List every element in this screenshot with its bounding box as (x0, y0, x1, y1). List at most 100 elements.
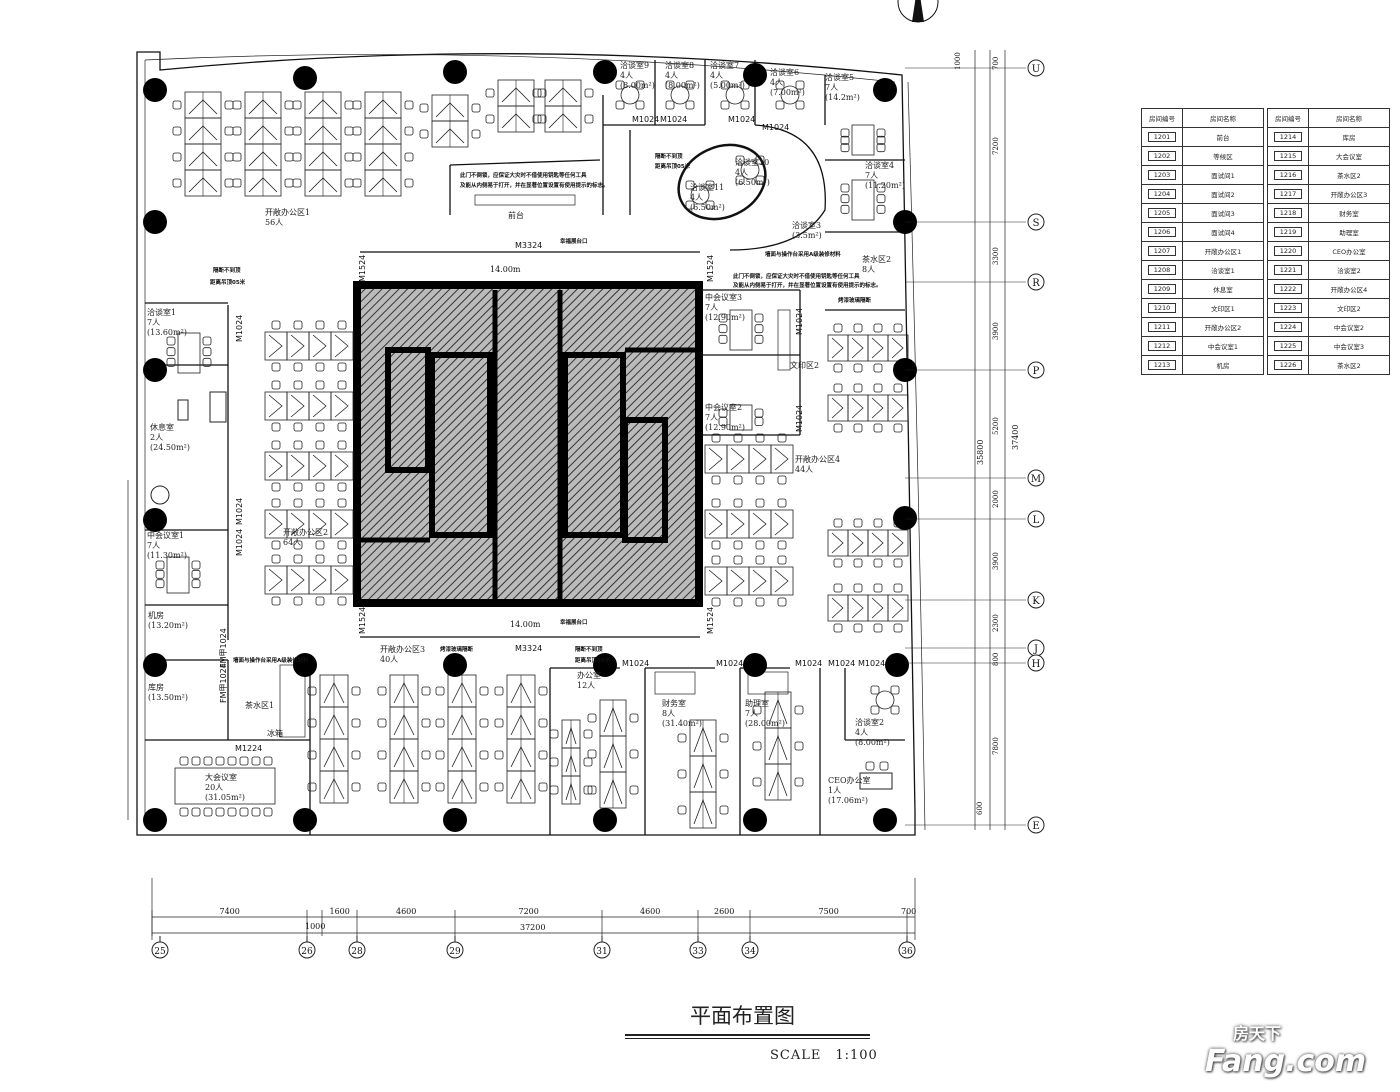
room-name: 等候区 (1182, 146, 1264, 166)
desk-divider (248, 151, 278, 167)
dimension-total: 37400 (1011, 425, 1020, 450)
note-partition: 隔断不到顶 (575, 645, 603, 653)
chair (263, 756, 273, 766)
room-code-text: 1224 (1273, 322, 1303, 332)
desk-divider (312, 334, 327, 358)
desk-divider (774, 512, 789, 536)
column (885, 653, 909, 677)
chair (344, 178, 354, 188)
chair (873, 558, 883, 568)
chair (344, 126, 354, 136)
chair (587, 749, 597, 759)
room-code-text: 1208 (1147, 265, 1177, 275)
desk-divider (290, 334, 305, 358)
chair (239, 756, 249, 766)
room-name: 文印区2 (1308, 298, 1390, 318)
note-door: 及能从内侧易于打开，并在显著位置设置有使用提示的标志。 (460, 181, 609, 189)
chair (435, 782, 445, 792)
structural-columns (143, 60, 917, 832)
chair (172, 178, 182, 188)
chair (419, 103, 429, 113)
room-people: 4人 (710, 71, 723, 80)
chair (833, 383, 843, 393)
exit-bottom: 幸福展台口 (560, 618, 588, 626)
chair (292, 152, 302, 162)
chair (890, 685, 900, 695)
chair (404, 152, 414, 162)
chair (795, 80, 805, 90)
room-name: 茶水区2 (1308, 355, 1390, 375)
door-fm1024: FM甲1024 (219, 663, 228, 703)
chair (587, 713, 597, 723)
chair (191, 756, 201, 766)
note-glass: 烤漆玻璃隔断 (440, 645, 474, 653)
desk-divider (752, 447, 767, 471)
room-code: 1224 (1267, 317, 1309, 337)
chair (538, 782, 548, 792)
chair (485, 114, 495, 124)
room-area: (31.40m²) (662, 719, 702, 728)
room-name: 洽谈室10 (735, 157, 769, 167)
round-table (875, 690, 895, 710)
chair (853, 363, 863, 373)
chair (538, 686, 548, 696)
desk-divider (871, 597, 884, 619)
chair (615, 80, 625, 90)
desk-divider (393, 714, 415, 736)
desk-divider (752, 512, 767, 536)
desk (887, 394, 909, 422)
chair (755, 540, 765, 550)
room-code-text: 1209 (1147, 284, 1177, 294)
chair (191, 579, 201, 589)
desk (726, 566, 750, 596)
chair (840, 204, 850, 214)
desk (264, 451, 288, 481)
chair (853, 623, 863, 633)
desk-divider (312, 394, 327, 418)
desk-divider (368, 177, 398, 193)
chair (833, 323, 843, 333)
chair (752, 741, 762, 751)
door-m1024: M1024 (622, 659, 649, 668)
desk-divider (510, 682, 532, 704)
desk-divider (708, 512, 723, 536)
dimension-label: 7200 (992, 137, 1000, 155)
round-table (620, 85, 640, 105)
sofa (209, 391, 227, 423)
door-m3324-top: M3324 (515, 241, 542, 250)
desk-divider (393, 778, 415, 800)
chair (293, 498, 303, 508)
room-code-text: 1211 (1147, 322, 1177, 332)
drawing-scale: SCALE 1:100 (770, 1048, 878, 1063)
desk-divider (308, 151, 338, 167)
room-area: (8.00m²) (620, 81, 655, 90)
room-people: 56人 (265, 218, 283, 227)
desk-divider (268, 334, 283, 358)
dimension-label: 7800 (992, 737, 1000, 755)
chair (840, 128, 850, 138)
building-outline (127, 51, 926, 836)
column (143, 508, 167, 532)
desk-divider (548, 87, 578, 103)
chair (215, 756, 225, 766)
meeting-table (177, 332, 201, 374)
room-code: 1206 (1141, 222, 1183, 242)
chair (155, 560, 165, 570)
chair (870, 705, 880, 715)
chair (665, 100, 675, 110)
desk-divider (393, 682, 415, 704)
chair (870, 685, 880, 695)
chair (583, 785, 593, 795)
header-name: 房间名称 (1182, 108, 1264, 128)
room-people: 7人 (147, 541, 160, 550)
door-m1524: M1524 (358, 607, 367, 634)
room-name: 助理室 (1308, 222, 1390, 242)
chair (754, 334, 764, 344)
desk-divider (323, 714, 345, 736)
chair (471, 129, 481, 139)
chair (435, 750, 445, 760)
